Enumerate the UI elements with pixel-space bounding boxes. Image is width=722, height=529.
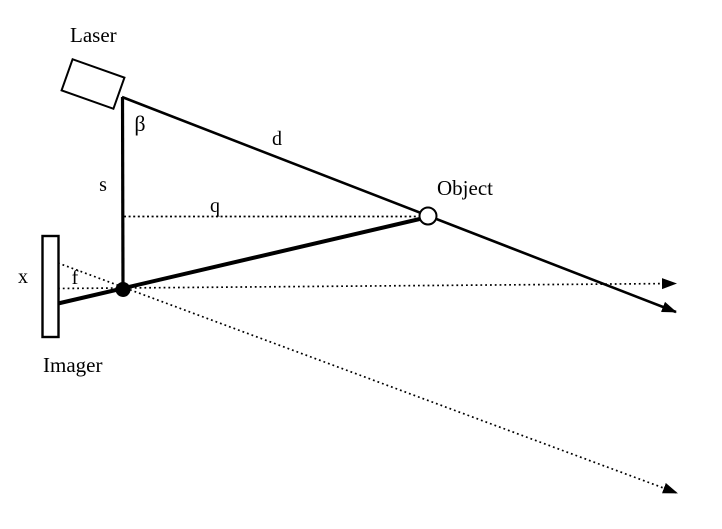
beta-angle-label: β — [134, 111, 145, 136]
dotted-optical-axis-line — [57, 278, 677, 290]
object-label: Object — [437, 176, 493, 200]
laser-housing-rect — [60, 57, 126, 111]
f-focal-label: f — [72, 267, 79, 289]
s-baseline-label: s — [99, 174, 107, 196]
object-circle — [418, 206, 438, 226]
x-offset-label: x — [18, 266, 28, 288]
laser-label: Laser — [70, 23, 117, 47]
lens-point-dot — [115, 282, 131, 297]
s-baseline-line — [120, 96, 125, 291]
dotted-ray-imager-top-line — [57, 262, 678, 494]
object-to-imager-ray-line — [57, 216, 425, 306]
q-distance-label: q — [210, 195, 220, 217]
d-distance-label: d — [272, 128, 282, 150]
laser-beam-line — [121, 95, 677, 314]
imager-label: Imager — [43, 353, 102, 377]
imager-rect — [41, 234, 60, 339]
